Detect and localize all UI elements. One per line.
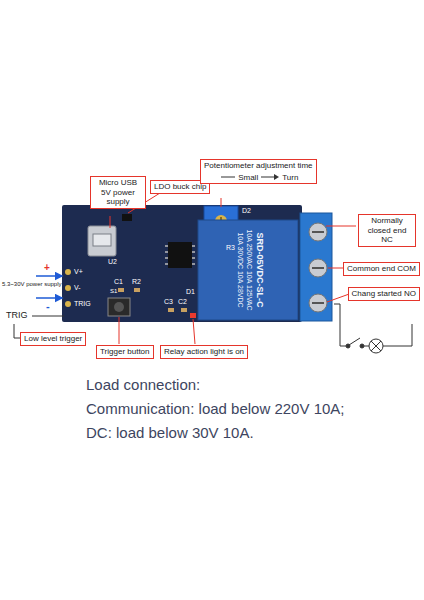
supply-arrow xyxy=(36,275,62,277)
part-ref: C1 xyxy=(114,278,123,286)
nc-callout: Normally closed end NC xyxy=(358,214,416,247)
terminal-block xyxy=(300,213,332,321)
callout-text: Potentiometer adjustment time xyxy=(204,161,313,171)
supply-note: 5.3~30V power supply xyxy=(2,281,62,288)
callout-text: Micro USB 5V power supply xyxy=(94,178,142,207)
button-callout: Trigger button xyxy=(96,345,154,359)
relay-rating: 10A 30VDC 10A 28VDC xyxy=(236,229,244,310)
usb-opening xyxy=(93,234,111,246)
callout-text: Normally closed end NC xyxy=(362,216,412,245)
terminal-screw xyxy=(309,259,327,277)
smd-part xyxy=(134,288,140,292)
direction-line xyxy=(221,174,235,180)
callout-text: Common end COM xyxy=(347,264,416,274)
part-ref: C3 xyxy=(164,298,173,306)
led-callout: Relay action light is on xyxy=(160,345,248,359)
load-note: Load connection: xyxy=(86,377,200,394)
terminal-screw xyxy=(309,223,327,241)
potentiometer-callout: Potentiometer adjustment timeSmall Turn xyxy=(200,159,317,184)
smd-part xyxy=(118,288,124,292)
polarity-sign: - xyxy=(46,300,50,312)
relay-rating: 10A 250VAC 10A 125VAC xyxy=(245,229,253,310)
button-cap xyxy=(114,302,124,312)
relay-body xyxy=(198,220,298,320)
relay-rating: SRD-05VDC-SL-C xyxy=(254,229,264,310)
part-ref: S1 xyxy=(110,288,117,295)
callout-text: Trigger button xyxy=(100,347,150,357)
leader-lines xyxy=(110,193,356,344)
callout-text: Small xyxy=(238,173,258,183)
pin-name: TRIG xyxy=(74,300,91,308)
trigger-button xyxy=(108,298,130,316)
callout-text: Relay action light is on xyxy=(164,347,244,357)
led xyxy=(190,313,196,318)
pin-hole xyxy=(65,285,71,291)
pin-hole xyxy=(65,301,71,307)
load-circuit xyxy=(334,304,412,353)
usb-callout: Micro USB 5V power supply xyxy=(90,176,146,209)
callout-text: LDO buck chip xyxy=(154,182,206,192)
pin-name: V- xyxy=(74,284,81,292)
no-callout: Chang started NO xyxy=(348,287,420,301)
pin-hole xyxy=(65,269,71,275)
trigger-callout: Low level trigger xyxy=(20,332,86,346)
polarity-sign: + xyxy=(44,262,50,273)
ldo-chip xyxy=(122,214,132,221)
relay-marking: SRD-05VDC-SL-C10A 250VAC 10A 125VAC10A 3… xyxy=(235,229,264,310)
callout-text: Low level trigger xyxy=(24,334,82,344)
pcb-board xyxy=(62,205,302,322)
direction-line xyxy=(261,174,279,180)
smd-part xyxy=(181,308,187,312)
callout-text: Chang started NO xyxy=(352,289,416,299)
micro-usb-port xyxy=(88,226,116,256)
load-note: DC: load below 30V 10A. xyxy=(86,425,254,442)
smd-part xyxy=(168,308,174,312)
trig-wire xyxy=(32,316,64,317)
part-ref: D2 xyxy=(242,207,251,215)
chip-pins xyxy=(165,246,195,264)
pin-name: V+ xyxy=(74,268,83,276)
part-ref: R2 xyxy=(132,278,141,286)
supply-arrow xyxy=(36,297,62,299)
part-ref: D1 xyxy=(186,288,195,296)
terminal-screw xyxy=(309,294,327,312)
load-note: Communication: load below 220V 10A; xyxy=(86,401,345,418)
com-callout: Common end COM xyxy=(343,262,420,276)
signal-name: TRIG xyxy=(6,311,28,321)
callout-text: Turn xyxy=(282,173,298,183)
part-ref: R3 xyxy=(226,244,235,252)
timer-chip xyxy=(168,242,192,268)
adjust-direction: Small Turn xyxy=(204,173,313,183)
part-ref: C2 xyxy=(178,298,187,306)
part-ref: U2 xyxy=(108,258,117,266)
